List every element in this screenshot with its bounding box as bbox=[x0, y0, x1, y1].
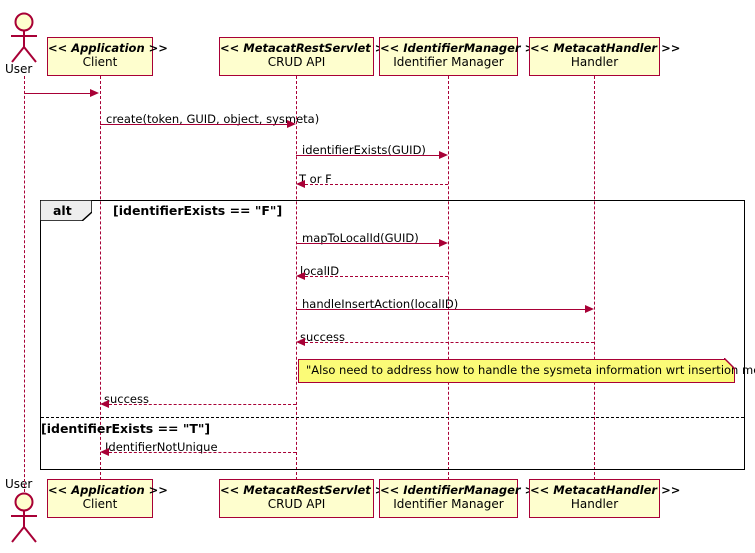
participant-handler-stereotype: << MetacatHandler >> bbox=[530, 41, 681, 55]
message-label-success-crud: success bbox=[104, 392, 149, 406]
participant-handler-stereotype-bottom: << MetacatHandler >> bbox=[530, 483, 681, 497]
message-arrowhead-t-or-f bbox=[296, 179, 305, 188]
participant-client-name-bottom: Client bbox=[82, 497, 118, 512]
message-label-success-handler: success bbox=[300, 330, 345, 344]
message-line-identifier-not-unique bbox=[109, 452, 296, 453]
participant-handler-bottom[interactable]: << MetacatHandler >> Handler bbox=[529, 479, 681, 518]
message-label-t-or-f: T or F bbox=[299, 172, 332, 186]
participant-idmgr-stereotype-bottom: << IdentifierManager >> bbox=[380, 483, 544, 497]
participant-handler-top[interactable]: << MetacatHandler >> Handler bbox=[529, 37, 681, 76]
message-line-create bbox=[100, 124, 288, 125]
participant-idmgr-stereotype: << IdentifierManager >> bbox=[380, 41, 544, 55]
note-fold-corner-icon bbox=[724, 358, 736, 370]
participant-idmgr-name: Identifier Manager bbox=[393, 55, 504, 70]
lifeline-user bbox=[24, 76, 25, 492]
participant-crud-name: CRUD API bbox=[267, 55, 326, 70]
participant-crud-stereotype-bottom: << MetacatRestServlet >> bbox=[220, 483, 395, 497]
message-label-identifier-not-unique: IdentifierNotUnique bbox=[105, 440, 218, 454]
participant-crud-bottom[interactable]: << MetacatRestServlet >> CRUD API bbox=[219, 479, 395, 518]
lifeline-idmgr bbox=[448, 76, 449, 480]
actor-user-top-icon bbox=[11, 12, 37, 63]
message-label-identifier-exists: identifierExists(GUID) bbox=[302, 143, 426, 157]
message-line-t-or-f bbox=[305, 184, 448, 185]
message-label-local-id: localID bbox=[300, 264, 340, 278]
participant-client-top[interactable]: << Application >> Client bbox=[47, 37, 168, 76]
actor-user-bottom-icon bbox=[11, 492, 37, 543]
message-label-create: create(token, GUID, object, sysmeta) bbox=[106, 112, 320, 126]
alt-fragment-divider bbox=[41, 417, 744, 418]
participant-crud-name-bottom: CRUD API bbox=[267, 497, 326, 512]
alt-fragment-frame bbox=[40, 200, 745, 470]
alt-fragment-operator: alt bbox=[53, 203, 72, 218]
message-line-success-crud bbox=[109, 404, 296, 405]
lifeline-client bbox=[100, 76, 101, 480]
message-arrowhead-identifier-not-unique bbox=[100, 447, 109, 456]
message-line-success-handler bbox=[305, 342, 594, 343]
message-arrowhead-user-to-client bbox=[90, 88, 99, 97]
message-arrowhead-handle-insert-action bbox=[585, 304, 594, 313]
message-arrowhead-local-id bbox=[296, 271, 305, 280]
participant-handler-name: Handler bbox=[570, 55, 619, 70]
message-line-identifier-exists bbox=[296, 155, 440, 156]
participant-handler-name-bottom: Handler bbox=[570, 497, 619, 512]
actor-user-top-label: User bbox=[5, 62, 33, 76]
message-label-handle-insert-action: handleInsertAction(localID) bbox=[302, 297, 459, 311]
message-line-handle-insert-action bbox=[296, 309, 586, 310]
participant-idmgr-bottom[interactable]: << IdentifierManager >> Identifier Manag… bbox=[379, 479, 544, 518]
participant-idmgr-name-bottom: Identifier Manager bbox=[393, 497, 504, 512]
message-arrowhead-map-to-local-id bbox=[439, 238, 448, 247]
message-line-map-to-local-id bbox=[296, 243, 440, 244]
message-arrowhead-success-crud bbox=[100, 399, 109, 408]
note-sysmeta: "Also need to address how to handle the … bbox=[298, 359, 755, 383]
alt-fragment-guard-1: [identifierExists == "F"] bbox=[113, 203, 283, 218]
participant-client-bottom[interactable]: << Application >> Client bbox=[47, 479, 168, 518]
participant-crud-stereotype: << MetacatRestServlet >> bbox=[220, 41, 395, 55]
participant-idmgr-top[interactable]: << IdentifierManager >> Identifier Manag… bbox=[379, 37, 544, 76]
participant-client-stereotype-bottom: << Application >> bbox=[48, 483, 168, 497]
alt-fragment-guard-2: [identifierExists == "T"] bbox=[41, 421, 211, 436]
message-arrowhead-success-handler bbox=[296, 337, 305, 346]
actor-user-bottom-label: User bbox=[5, 477, 33, 491]
participant-client-stereotype: << Application >> bbox=[48, 41, 168, 55]
message-arrowhead-create bbox=[287, 119, 296, 128]
message-label-map-to-local-id: mapToLocalId(GUID) bbox=[302, 231, 419, 245]
message-line-user-to-client bbox=[24, 93, 92, 94]
lifeline-handler bbox=[594, 76, 595, 480]
participant-client-name: Client bbox=[82, 55, 118, 70]
message-arrowhead-identifier-exists bbox=[439, 150, 448, 159]
message-line-local-id bbox=[305, 276, 448, 277]
alt-fragment-tab bbox=[40, 200, 92, 221]
participant-crud-top[interactable]: << MetacatRestServlet >> CRUD API bbox=[219, 37, 395, 76]
